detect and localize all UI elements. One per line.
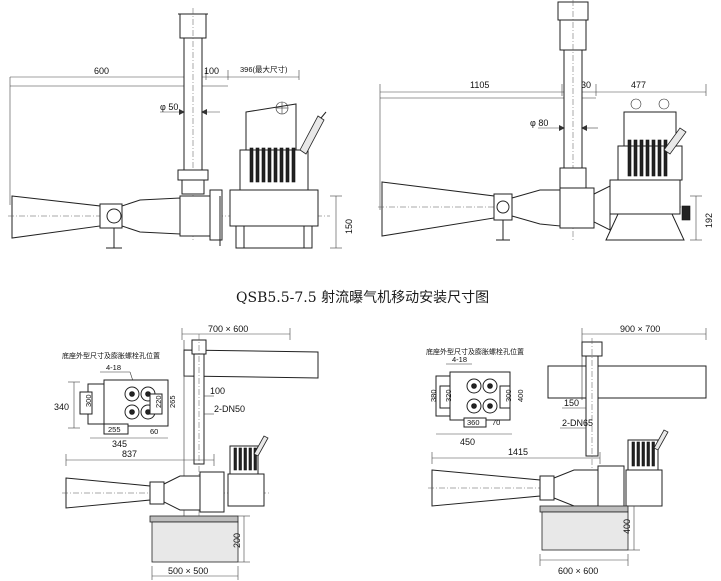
bl-dim-300: 300	[84, 394, 93, 407]
bl-dim-100: 100	[210, 386, 225, 396]
tr-dim-192: 192	[704, 213, 714, 228]
drawing-title: QSB5.5-7.5 射流曝气机移动安装尺寸图	[236, 290, 489, 306]
bl-dim-340: 340	[54, 402, 69, 412]
br-dim-70: 70	[492, 418, 500, 427]
bl-dim-base: 500 × 500	[168, 566, 208, 576]
tl-dim-600: 600	[94, 66, 109, 76]
tl-dim-150: 150	[344, 219, 354, 234]
br-dim-top: 900 × 700	[620, 324, 660, 334]
br-cooling-fins	[631, 441, 655, 467]
tr-dim-phi80: φ 80	[530, 118, 548, 128]
br-dim-400: 400	[516, 389, 525, 402]
bl-dim-220: 220	[154, 395, 163, 408]
br-dim-450: 450	[460, 437, 475, 447]
diagram-bottom-left: 底座外型尺寸及膨胀螺栓孔位置 4-18 340 300 220 265 255 …	[54, 324, 319, 580]
bl-dim-255: 255	[108, 425, 121, 434]
diagram-top-left: 600 100 396(最大尺寸) φ 50	[8, 8, 354, 249]
bl-outlet: 2-DN50	[214, 404, 245, 414]
tl-cooling-fins	[249, 147, 296, 183]
br-dim-380: 380	[429, 389, 438, 402]
br-dim-1415: 1415	[508, 447, 528, 457]
bl-cooling-fins	[233, 447, 257, 471]
tl-dim-phi50: φ 50	[160, 102, 178, 112]
bl-dim-345: 345	[112, 439, 127, 449]
bl-base-note: 底座外型尺寸及膨胀螺栓孔位置	[62, 351, 160, 360]
tr-dim-1105: 1105	[470, 80, 489, 90]
bl-dim-837: 837	[122, 449, 137, 459]
diagram-top-right: 1105 130 477 φ 80	[378, 0, 714, 241]
bl-dim-200: 200	[232, 533, 242, 548]
br-dim-base: 600 × 600	[558, 566, 598, 576]
tr-dim-130: 130	[576, 80, 591, 90]
br-dim-150: 150	[564, 398, 579, 408]
bl-dim-265: 265	[168, 395, 177, 408]
tl-dim-100: 100	[204, 66, 219, 76]
bl-dim-top: 700 × 600	[208, 324, 248, 334]
bl-holes: 4-18	[106, 363, 121, 372]
br-dim-360: 360	[467, 418, 480, 427]
bl-dim-60: 60	[150, 427, 158, 436]
tl-dim-396: 396(最大尺寸)	[240, 64, 288, 74]
br-base-note: 底座外型尺寸及膨胀螺栓孔位置	[426, 347, 524, 356]
br-outlet: 2-DN65	[562, 418, 593, 428]
br-holes: 4-18	[452, 355, 467, 364]
tr-dim-477: 477	[631, 80, 646, 90]
diagram-bottom-right: 底座外型尺寸及膨胀螺栓孔位置 4-18 380 320 300 400 360 …	[426, 324, 707, 576]
tr-cooling-fins	[627, 139, 668, 177]
br-dim-320: 320	[444, 389, 453, 402]
br-dim-300: 300	[504, 389, 513, 402]
br-dim-400b: 400	[622, 519, 632, 534]
